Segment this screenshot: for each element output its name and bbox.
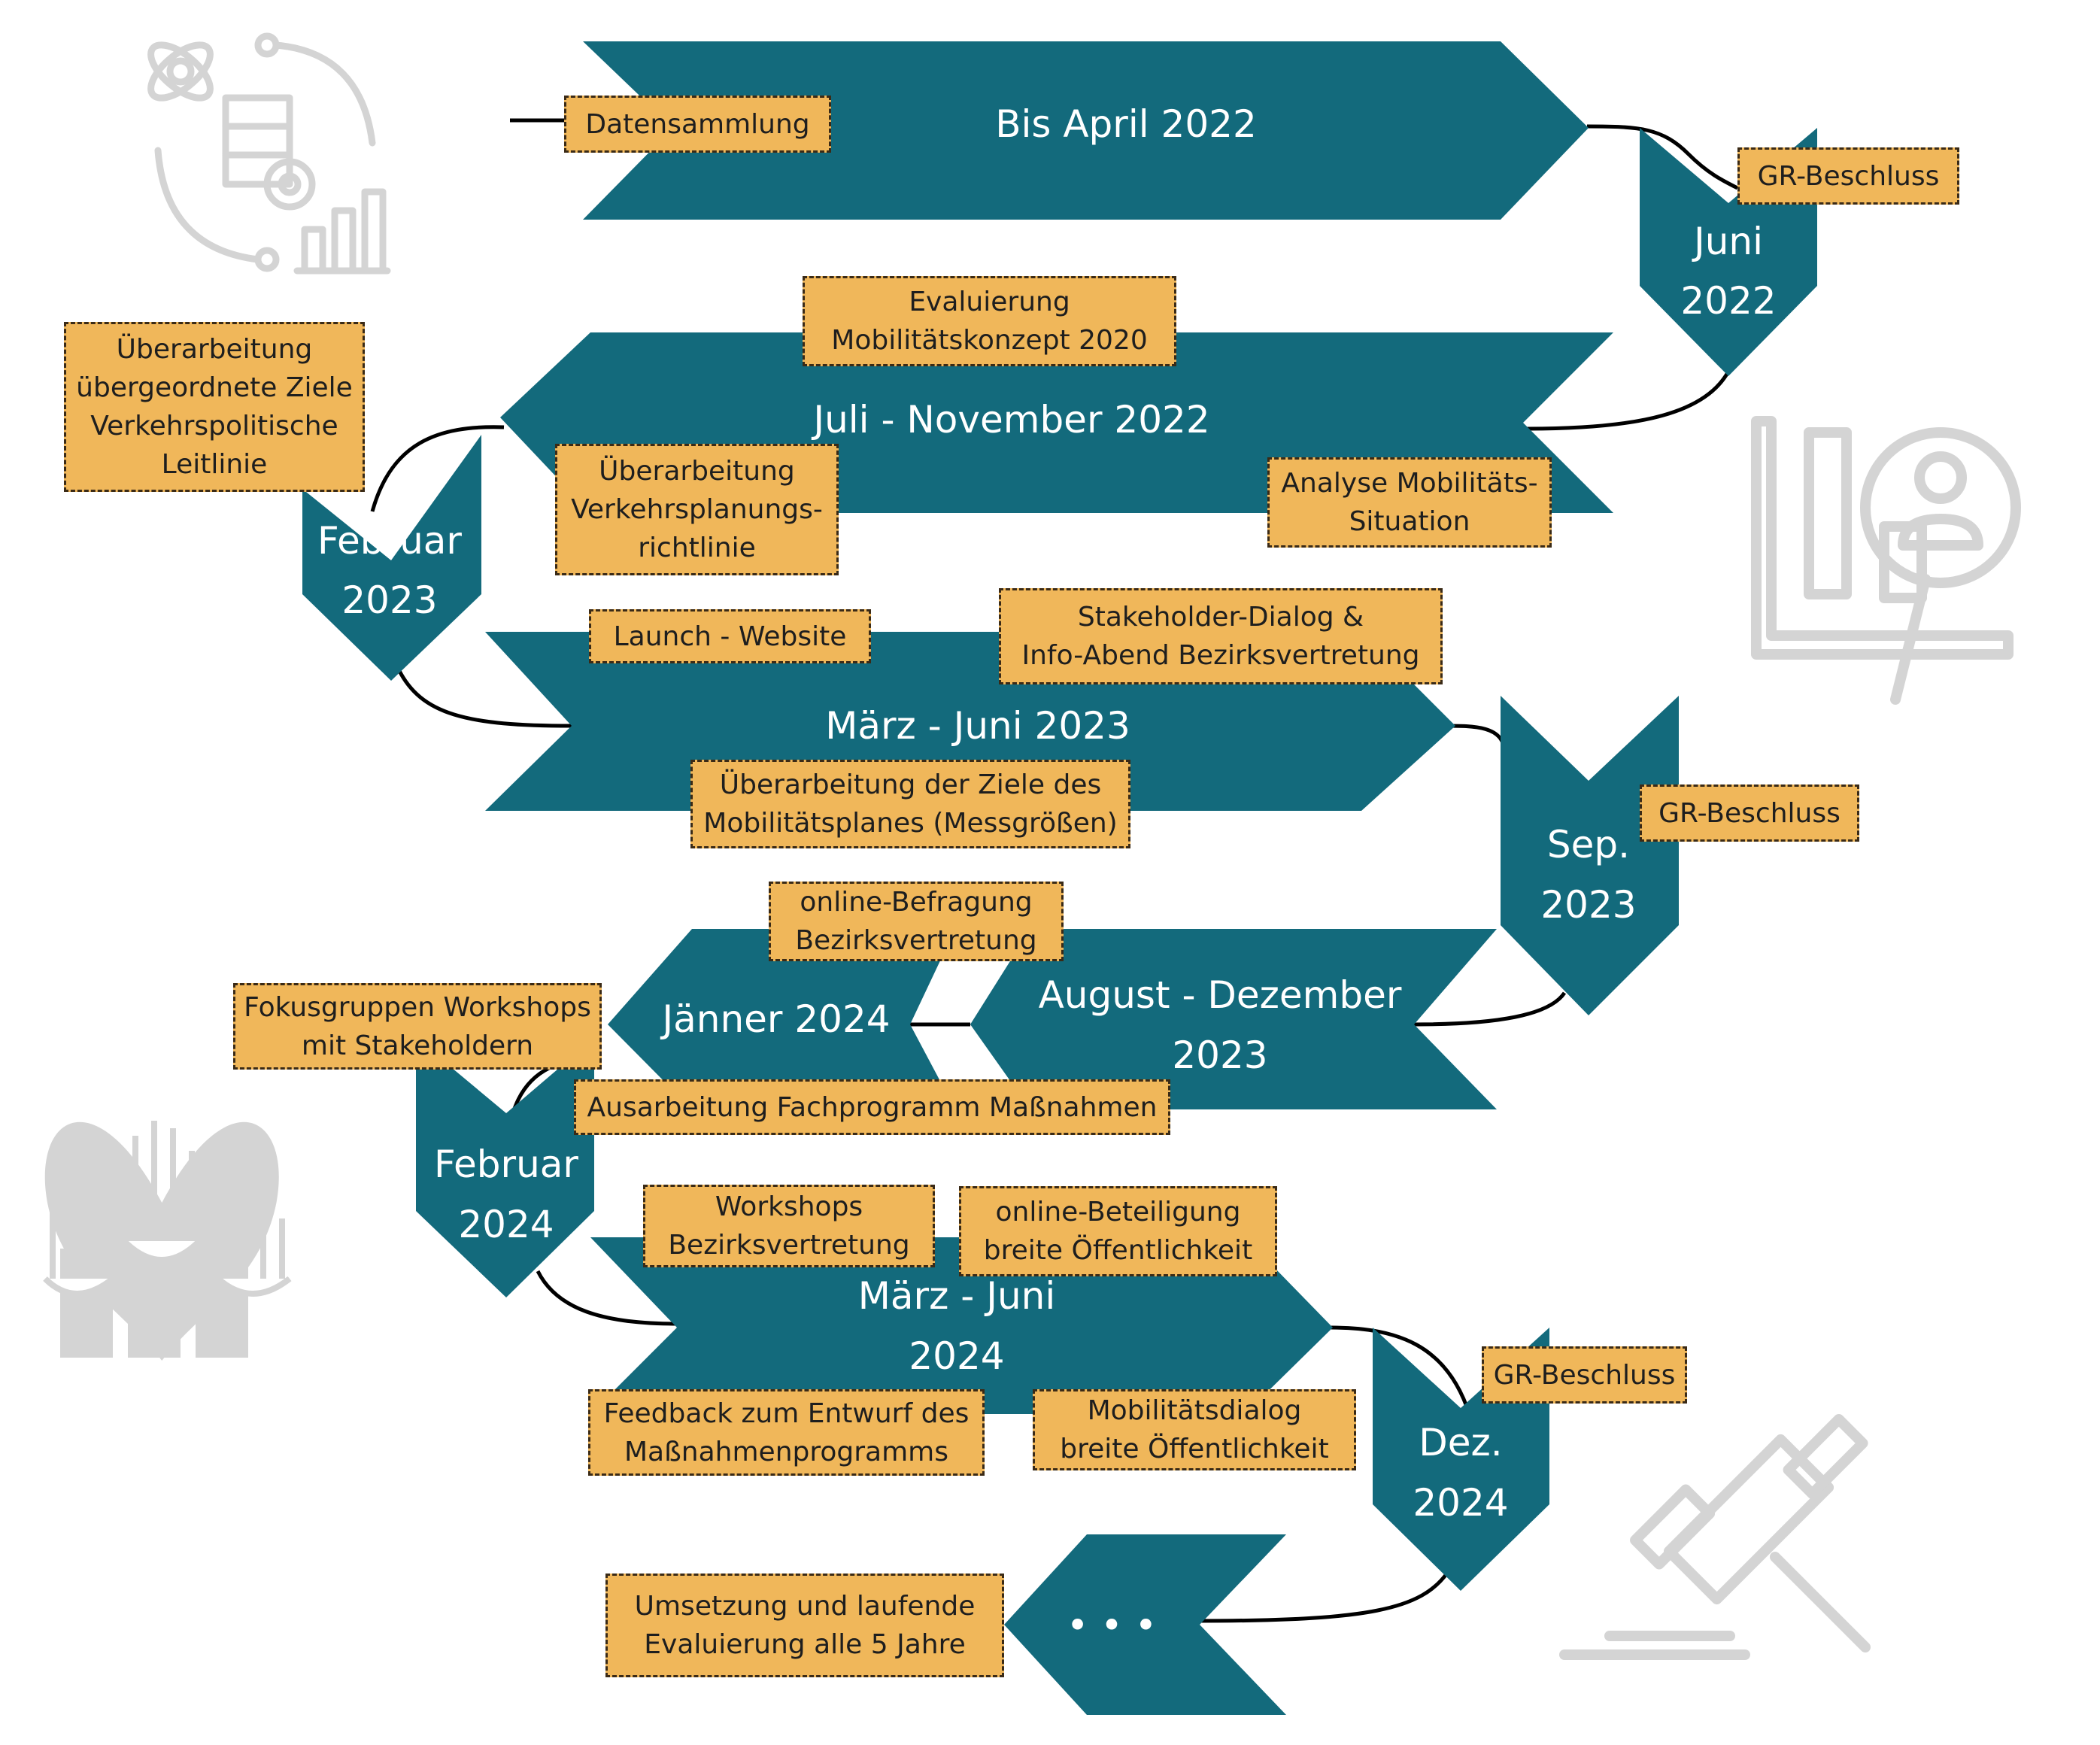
- note-launch-website: Launch - Website: [589, 609, 871, 663]
- arrow-jaenner-2024: [608, 929, 955, 1109]
- phase-label-sep-2023-year: 2023: [1540, 883, 1636, 927]
- phase-label-februar-2023: Februar: [317, 519, 462, 563]
- arrow-august-dezember-2023: [970, 929, 1497, 1109]
- note-stakeholder-dialog: Stakeholder-Dialog & Info-Abend Bezirksv…: [999, 588, 1443, 684]
- note-verkehrsplanungsrichtlinie: Überarbeitung Verkehrsplanungs- richtlin…: [555, 444, 839, 575]
- phase-label-maerz-juni-2024: März - Juni: [858, 1274, 1055, 1318]
- phase-label-august-dezember-2023: August - Dezember: [1039, 973, 1402, 1017]
- phase-label-jaenner-2024: Jänner 2024: [660, 997, 890, 1041]
- note-fokusgruppen-workshops: Fokusgruppen Workshops mit Stakeholdern: [233, 983, 602, 1070]
- phase-labels: Bis April 2022 Juni 2022 Juli - November…: [317, 102, 1777, 1647]
- phase-label-maerz-juni-2024-year: 2024: [909, 1334, 1004, 1378]
- arrow-februar-2023: [302, 435, 481, 681]
- phase-label-august-dezember-2023-year: 2023: [1172, 1033, 1267, 1077]
- note-feedback-entwurf: Feedback zum Entwurf des Maßnahmenprogra…: [588, 1389, 985, 1476]
- connector-p6-p7: [1413, 991, 1567, 1027]
- connector-p11-p12: [1195, 1570, 1450, 1623]
- phase-label-februar-2023-year: 2023: [341, 578, 437, 622]
- phase-label-februar-2024: Februar: [434, 1143, 578, 1186]
- data-analytics-icon: [147, 32, 391, 275]
- note-fachprogramm-massnahmen: Ausarbeitung Fachprogramm Maßnahmen: [574, 1079, 1170, 1135]
- note-ziele-messgroessen: Überarbeitung der Ziele des Mobilitätspl…: [690, 760, 1130, 848]
- phase-label-fortsetzung: • • •: [1067, 1604, 1157, 1647]
- note-workshops-bezirksvertretung: Workshops Bezirksvertretung: [643, 1185, 935, 1267]
- phase-label-sep-2023: Sep.: [1547, 823, 1630, 866]
- note-analyse-mobilitaetssituation: Analyse Mobilitäts- Situation: [1267, 457, 1552, 548]
- phase-label-dez-2024-year: 2024: [1413, 1481, 1508, 1525]
- arrow-maerz-juni-2024: [590, 1237, 1333, 1414]
- arrow-fortsetzung: [1004, 1534, 1286, 1715]
- connector-p5-p6: [1443, 724, 1507, 753]
- phase-label-juli-november-2022: Juli - November 2022: [811, 398, 1209, 442]
- arrow-februar-2024: [416, 1038, 594, 1297]
- arrow-bis-april-2022: [583, 41, 1589, 220]
- note-mobilitaetsdialog: Mobilitätsdialog breite Öffentlichkeit: [1033, 1389, 1356, 1470]
- note-evaluierung-mobilitaetskonzept: Evaluierung Mobilitätskonzept 2020: [803, 276, 1176, 366]
- user-search-chart-icon: [1751, 416, 2021, 705]
- arrow-sep-2023: [1501, 696, 1679, 1015]
- note-gr-beschluss-2: GR-Beschluss: [1640, 784, 1859, 842]
- gavel-icon: [1559, 1413, 1871, 1660]
- connector-p2-p3: [1526, 367, 1732, 431]
- connector-p1-p2: [1586, 124, 1739, 190]
- note-ueberarbeitung-ziele: Überarbeitung übergeordnete Ziele Verkeh…: [64, 322, 365, 492]
- phase-label-bis-april-2022: Bis April 2022: [995, 102, 1257, 146]
- phase-label-dez-2024: Dez.: [1419, 1421, 1502, 1464]
- phase-label-maerz-juni-2023: März - Juni 2023: [825, 704, 1130, 748]
- note-online-befragung: online-Befragung Bezirksvertretung: [769, 882, 1064, 961]
- connector-p3-p4: [370, 425, 505, 512]
- connector-p9-p10: [536, 1270, 678, 1326]
- raised-hands-heart-icon: [43, 1121, 292, 1361]
- note-umsetzung-evaluierung: Umsetzung und laufende Evaluierung alle …: [605, 1574, 1004, 1677]
- connector-p10-p11: [1331, 1325, 1469, 1407]
- connector-p4-p5: [396, 668, 572, 728]
- note-gr-beschluss-1: GR-Beschluss: [1737, 147, 1959, 205]
- phase-label-februar-2024-year: 2024: [458, 1203, 554, 1246]
- phase-label-juni-2022-year: 2022: [1680, 279, 1776, 323]
- note-gr-beschluss-3: GR-Beschluss: [1482, 1346, 1687, 1404]
- note-datensammlung: Datensammlung: [564, 96, 831, 153]
- note-online-beteiligung: online-Beteiligung breite Öffentlichkeit: [959, 1186, 1277, 1276]
- phase-label-juni-2022: Juni: [1692, 220, 1763, 263]
